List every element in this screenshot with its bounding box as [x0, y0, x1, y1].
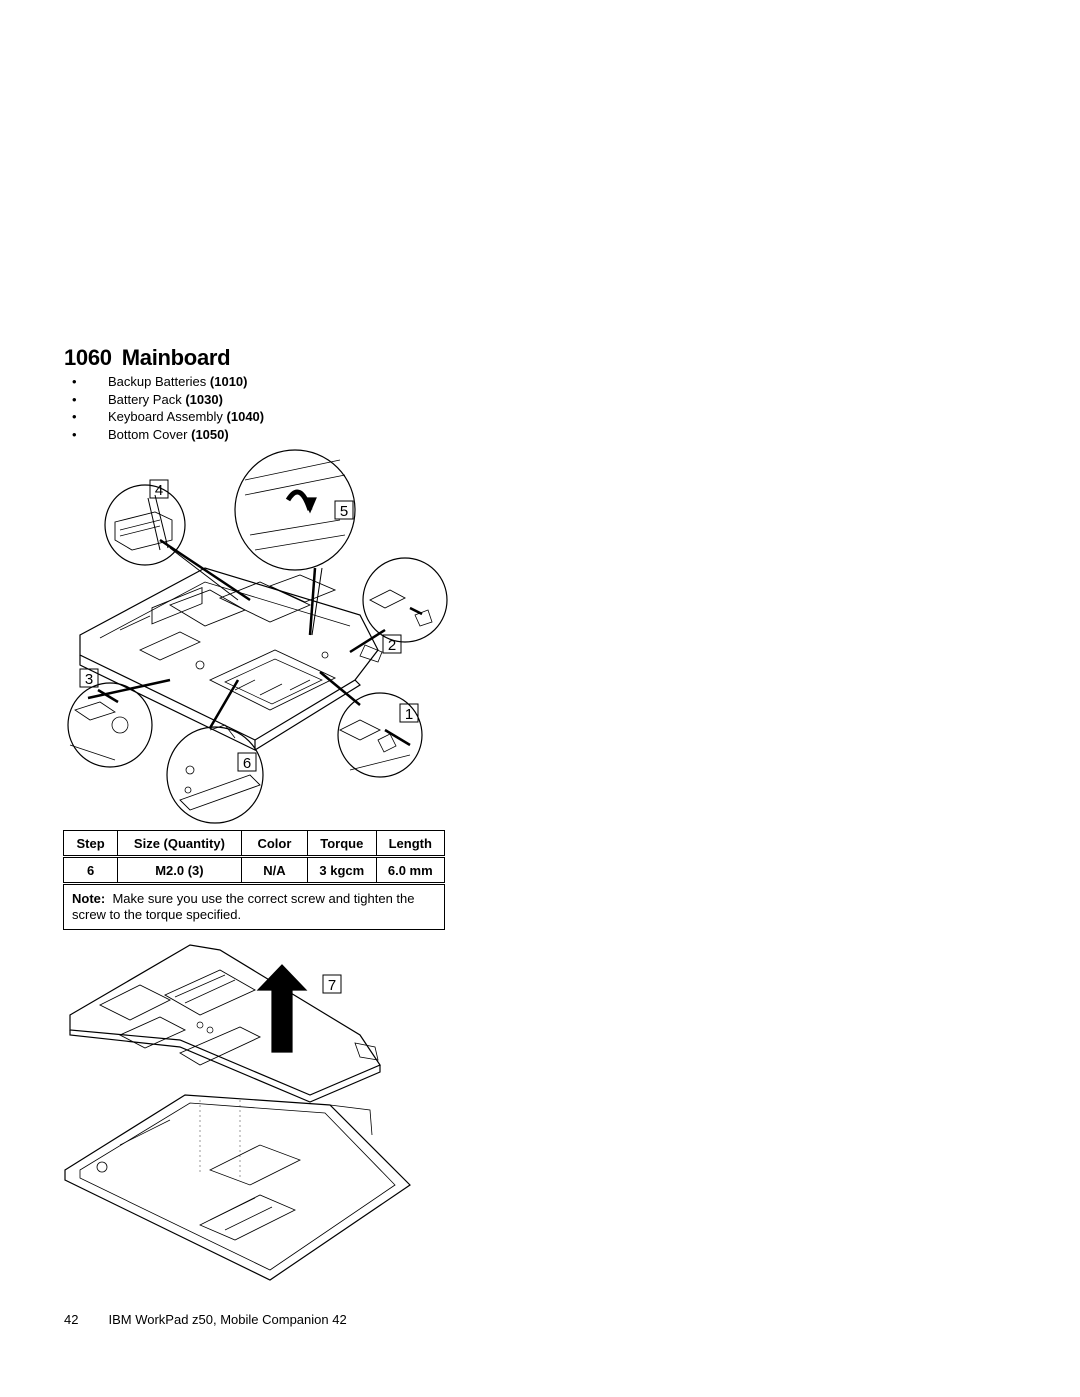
page-footer: 42 IBM WorkPad z50, Mobile Companion 42	[64, 1312, 347, 1327]
callout-box-4	[149, 479, 169, 499]
table-header-row: Step Size (Quantity) Color Torque Length	[62, 830, 446, 856]
footer-text: IBM WorkPad z50, Mobile Companion 42	[108, 1312, 347, 1327]
list-item: •Bottom Cover (1050)	[72, 426, 229, 442]
board-removal-diagram: 7	[64, 944, 411, 1281]
list-item: •Keyboard Assembly (1040)	[72, 409, 265, 424]
callout-6: 6	[243, 755, 251, 772]
callout-3: 3	[85, 671, 93, 688]
detail-circle-4	[104, 484, 251, 602]
cell-torque: 3 kgcm	[307, 857, 377, 883]
note-text: Make sure you use the correct screw and …	[72, 891, 415, 922]
bullet: •	[72, 426, 77, 442]
note-cell: Note: Make sure you use the correct scre…	[63, 884, 445, 930]
callout-1: 1	[405, 706, 413, 723]
header-step: Step	[62, 830, 119, 856]
callout-box-7	[322, 974, 342, 994]
cell-length: 6.0 mm	[375, 857, 446, 883]
removal-diagram: 4 5 2 3 1	[67, 449, 448, 824]
callout-box-1	[399, 703, 419, 723]
callout-5: 5	[340, 503, 348, 520]
lift-arrow	[256, 964, 308, 1053]
header-torque: Torque	[307, 830, 377, 856]
detail-circle-6	[166, 679, 264, 824]
note-label: Note:	[72, 891, 106, 906]
bottom-cover-drawing	[64, 1094, 411, 1281]
section-number: 1060	[64, 345, 112, 370]
detail-circle-2	[349, 557, 448, 654]
header-length: Length	[375, 830, 446, 856]
cell-step: 6	[62, 857, 119, 883]
prerequisite-list: •Backup Batteries (1010) •Battery Pack (…	[72, 373, 264, 443]
detail-circle-5	[234, 449, 356, 636]
list-item: •Battery Pack (1030)	[72, 391, 223, 407]
callout-2: 2	[388, 637, 396, 654]
note-row: Note: Make sure you use the correct scre…	[63, 884, 445, 930]
bullet: •	[72, 374, 77, 389]
list-item: •Backup Batteries (1010)	[72, 374, 248, 389]
bullet: •	[72, 409, 77, 424]
cell-size: M2.0 (3)	[117, 857, 242, 883]
cell-color: N/A	[240, 857, 309, 883]
mainboard-drawing	[79, 567, 383, 751]
detail-circle-3	[67, 678, 171, 768]
callout-box-2	[382, 634, 402, 654]
bullet: •	[72, 391, 77, 407]
callout-7: 7	[328, 977, 336, 994]
callout-box-5	[334, 500, 354, 520]
section-heading: 1060 Mainboard	[64, 345, 231, 371]
header-color: Color	[240, 830, 309, 856]
callout-4: 4	[155, 482, 163, 499]
page-number: 42	[64, 1312, 79, 1327]
callout-box-3	[79, 668, 99, 688]
lifted-mainboard	[69, 944, 381, 1103]
detail-circle-1	[319, 671, 423, 778]
header-size: Size (Quantity)	[117, 830, 242, 856]
callout-box-6	[237, 752, 257, 772]
table-row: 6 M2.0 (3) N/A 3 kgcm 6.0 mm	[62, 857, 446, 883]
screw-spec-table: Step Size (Quantity) Color Torque Length…	[62, 830, 446, 930]
section-title: Mainboard	[121, 345, 231, 370]
